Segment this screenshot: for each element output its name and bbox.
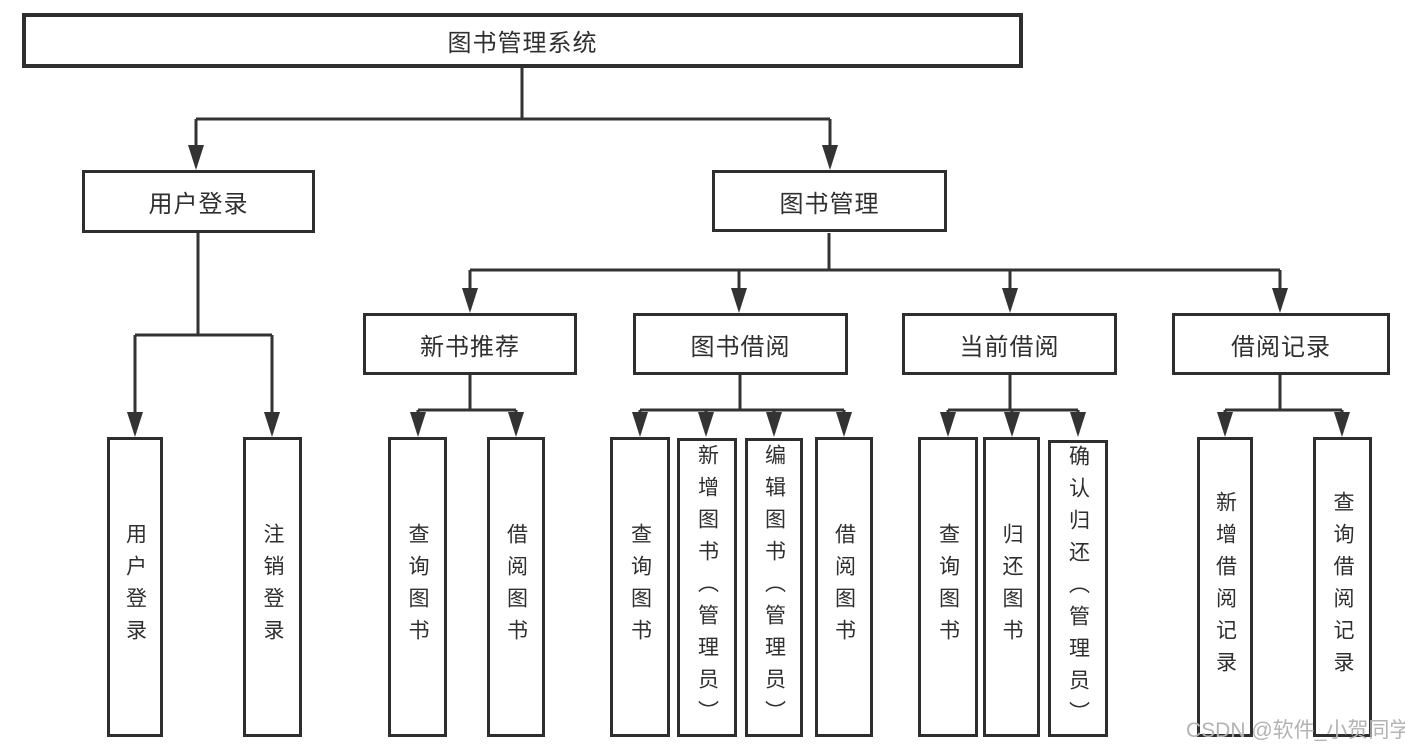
node-label: 注销登录 <box>261 523 284 651</box>
leaf-borrow-books: 借阅图书 <box>815 437 873 737</box>
leaf-logout: 注销登录 <box>243 437 302 737</box>
leaf-query-books-current: 查询图书 <box>918 437 978 737</box>
node-label: 当前借阅 <box>959 333 1060 361</box>
node-label: 查询图书 <box>406 523 429 651</box>
node-label: 查询借阅记录 <box>1331 491 1354 683</box>
node-book-management-branch: 图书管理 <box>712 170 947 232</box>
leaf-add-books-admin: 新增图书（管理员） <box>677 438 737 737</box>
node-current-borrowing: 当前借阅 <box>902 313 1117 375</box>
node-label: 图书管理系统 <box>447 30 598 57</box>
node-label: 查询图书 <box>936 523 960 651</box>
node-label: 用户登录 <box>148 191 249 218</box>
node-label: 确认归还（管理员） <box>1066 444 1090 733</box>
leaf-return-books: 归还图书 <box>983 437 1040 737</box>
node-label: 新书推荐 <box>420 333 520 361</box>
leaf-query-books-recommend: 查询图书 <box>388 437 447 737</box>
leaf-confirm-return-admin: 确认归还（管理员） <box>1048 440 1108 737</box>
node-borrowing-records: 借阅记录 <box>1172 313 1390 375</box>
node-label: 编辑图书（管理员） <box>762 443 786 732</box>
node-label: 图书管理 <box>779 190 880 218</box>
leaf-user-login: 用户登录 <box>107 437 163 737</box>
node-label: 借阅图书 <box>832 523 856 651</box>
node-label: 新增借阅记录 <box>1213 491 1237 683</box>
leaf-query-books-borrow: 查询图书 <box>610 437 670 737</box>
node-label: 借阅图书 <box>504 523 528 651</box>
node-library-management-system: 图书管理系统 <box>22 13 1023 68</box>
node-label: 借阅记录 <box>1231 333 1331 361</box>
connector-shafts <box>133 68 1344 433</box>
node-label: 用户登录 <box>123 523 147 651</box>
node-new-book-recommendation: 新书推荐 <box>363 313 577 375</box>
csdn-watermark: CSDN @软件_小贺同学 <box>1186 719 1405 742</box>
node-label: 新增图书（管理员） <box>695 443 719 732</box>
leaf-add-borrow-record: 新增借阅记录 <box>1197 437 1253 737</box>
node-label: 查询图书 <box>628 523 652 651</box>
node-label: 图书借阅 <box>690 333 791 361</box>
node-user-login-branch: 用户登录 <box>82 170 315 233</box>
node-label: 归还图书 <box>1000 523 1023 651</box>
leaf-query-borrow-record: 查询借阅记录 <box>1313 437 1372 737</box>
leaf-edit-books-admin: 编辑图书（管理员） <box>745 438 803 737</box>
leaf-borrow-books-recommend: 借阅图书 <box>487 437 545 737</box>
node-book-borrowing: 图书借阅 <box>633 313 848 375</box>
